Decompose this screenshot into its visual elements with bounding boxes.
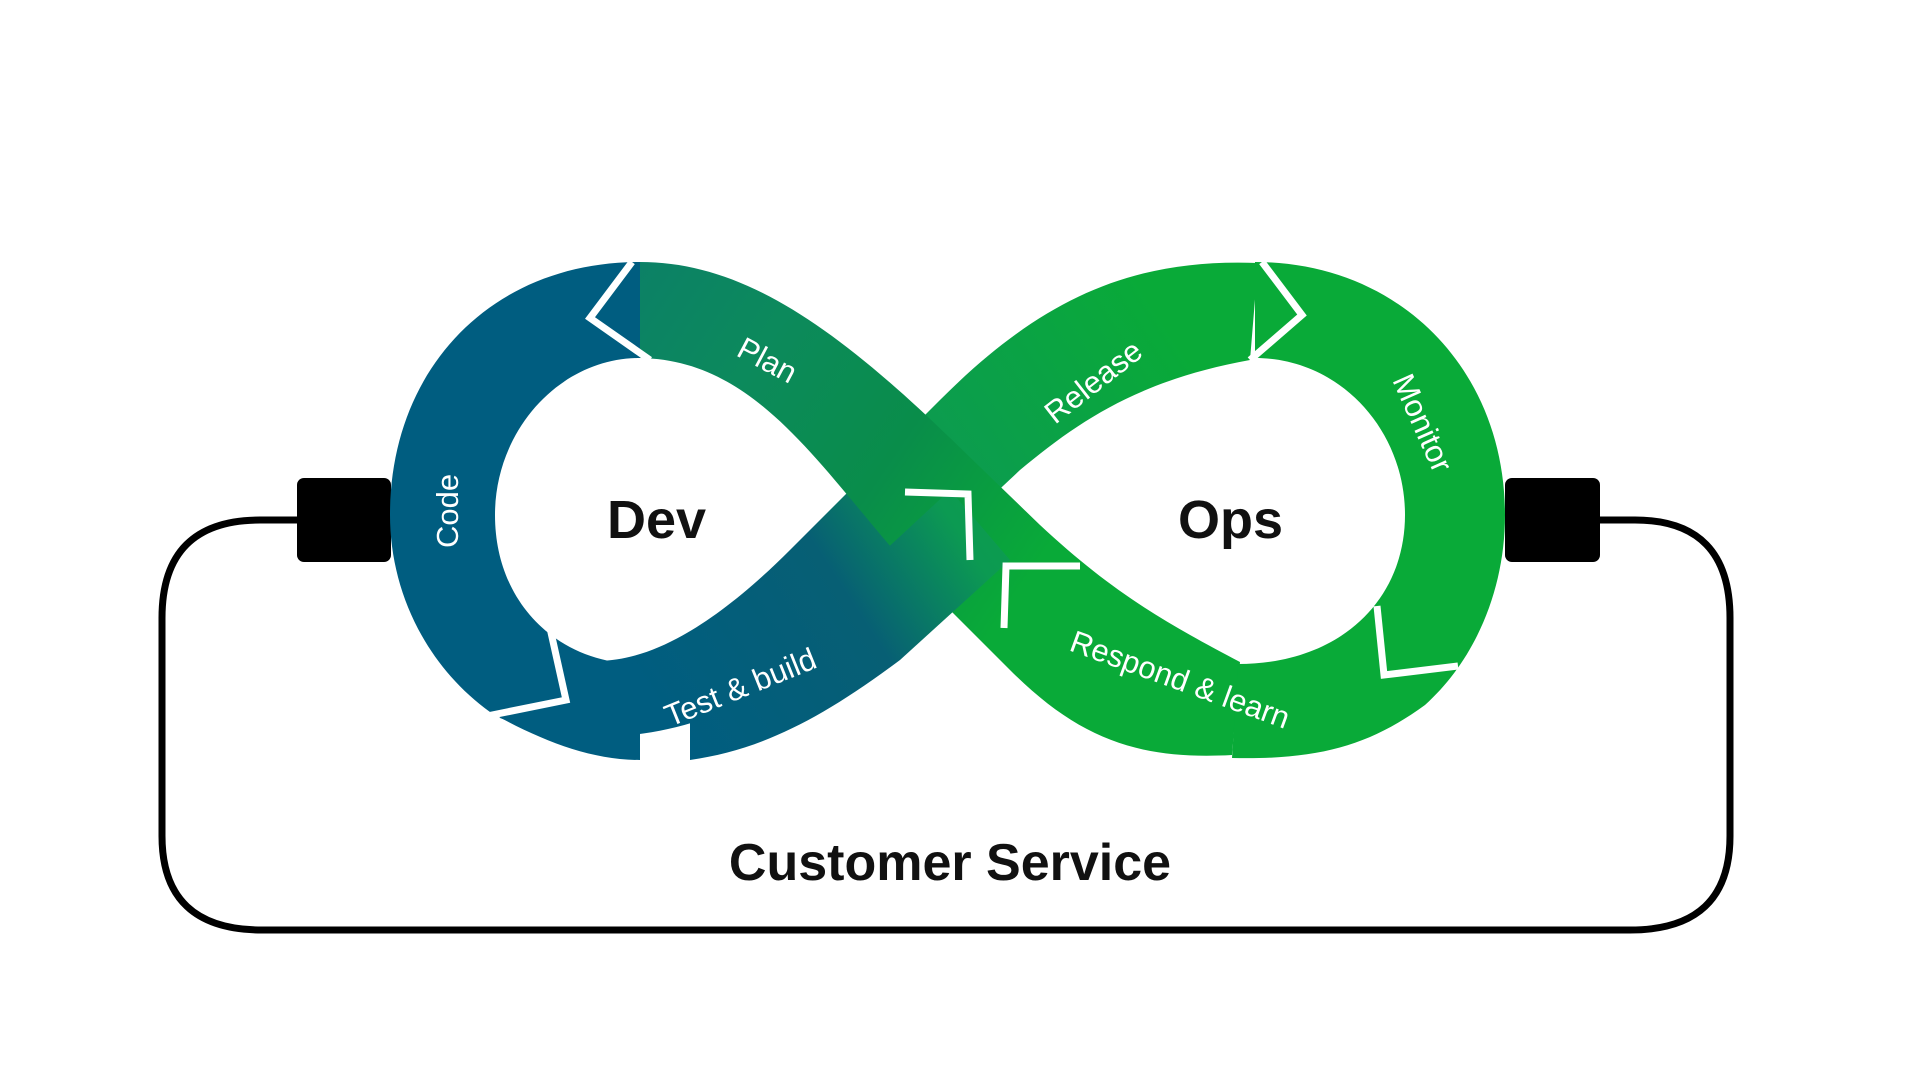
loop-ops [1232,262,1505,759]
separator-code [486,627,571,720]
separator-plan [585,259,653,363]
customer-service-connector [158,516,1734,934]
right-plug [1505,478,1600,562]
left-plug [297,478,391,562]
customer-service-label: Customer Service [729,834,1171,892]
dev-label: Dev [607,490,706,550]
separator-monitor [1373,605,1459,679]
blend-center-up [690,490,1010,760]
ops-label: Ops [1178,490,1283,550]
stage-label-code: Code [430,474,465,548]
blend-center-down [690,272,1000,560]
separator-respond [1000,562,1080,629]
separator-test [904,488,974,561]
separator-release [1247,259,1307,363]
loop-dev [390,262,640,760]
